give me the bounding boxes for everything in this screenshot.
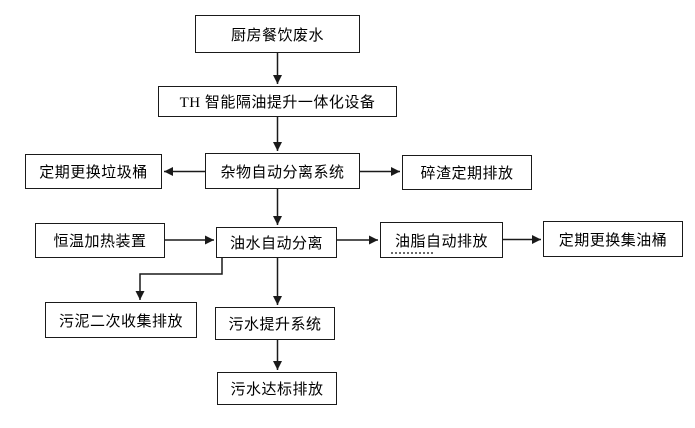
node-trash-bin-replace: 定期更换垃圾桶: [25, 154, 162, 189]
node-sewage-lift-system: 污水提升系统: [215, 307, 335, 340]
node-residue-discharge: 碎渣定期排放: [402, 155, 532, 190]
node-debris-separation: 杂物自动分离系统: [205, 153, 360, 189]
node-oil-water-separation: 油水自动分离: [216, 227, 337, 258]
node-final-discharge: 污水达标排放: [217, 372, 337, 405]
node-sludge-collection: 污泥二次收集排放: [45, 302, 197, 338]
connector-oilwater-to-sludge: [135, 258, 223, 300]
node-grease-discharge: 油脂自动排放: [380, 222, 503, 258]
node-grease-discharge-label: 油脂自动排放: [394, 233, 488, 250]
node-heating-device: 恒温加热装置: [35, 223, 165, 258]
node-oil-barrel-replace: 定期更换集油桶: [543, 221, 683, 257]
node-kitchen-wastewater: 厨房餐饮废水: [195, 15, 360, 53]
node-th-unit: TH 智能隔油提升一体化设备: [158, 86, 397, 117]
spellcheck-dots: [391, 252, 433, 254]
